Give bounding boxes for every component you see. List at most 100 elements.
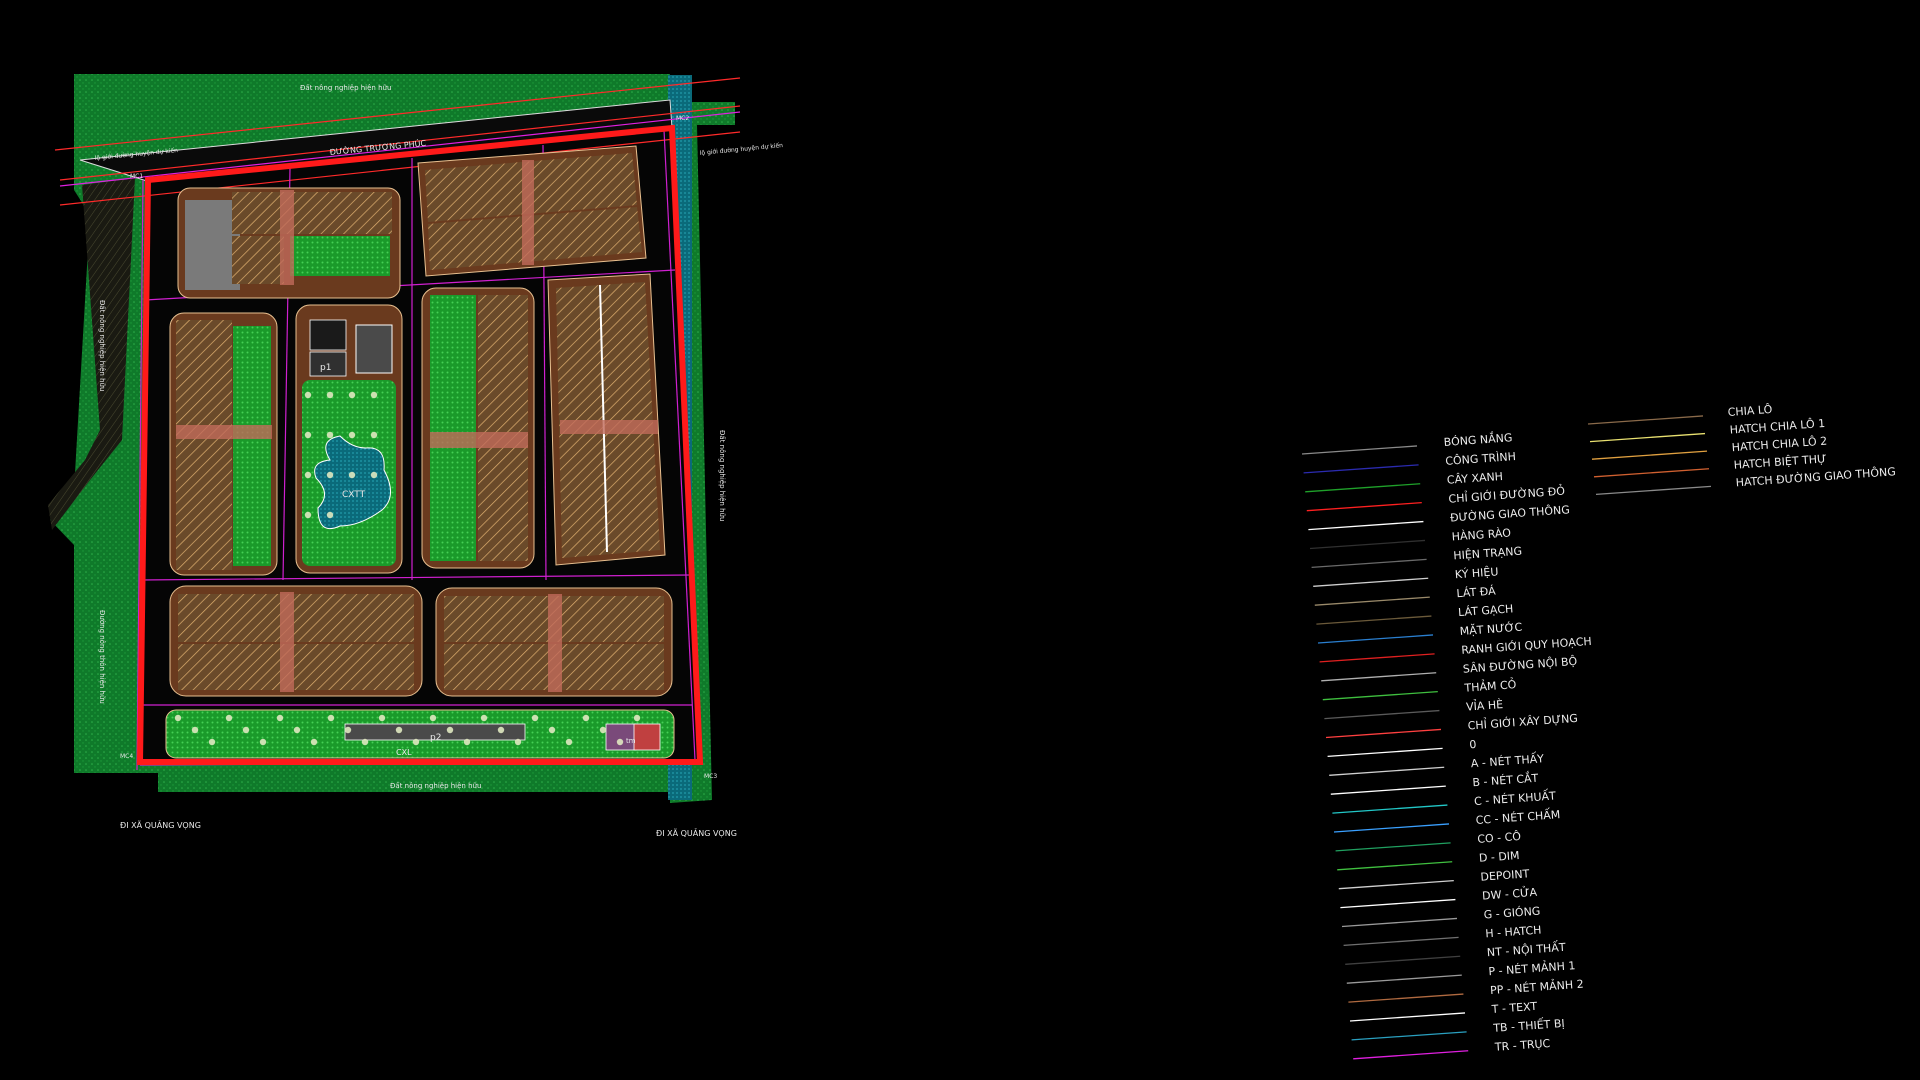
legend-label-col1-6: HIỆN TRẠNG [1453,545,1523,563]
section-mc1: MC1 [130,173,143,180]
legend-swatch-col1-8 [1314,596,1430,606]
left-side-label: Đất nông nghiệp hiện hữu [98,300,106,391]
legend-label-col1-16: 0 [1469,738,1477,751]
legend-swatch-col1-31 [1351,1031,1467,1041]
tree-symbol [326,511,334,519]
legend-swatch-col1-0 [1301,445,1418,455]
planning-boundary [136,124,704,765]
legend-label-col1-3: CHỈ GIỚI ĐƯỜNG ĐỎ [1448,484,1566,506]
legend-label-col1-27: NT - NỘI THẤT [1486,940,1566,959]
tree-symbol [326,431,334,439]
section-mc3: MC3 [704,773,717,780]
parking-label-2: p2 [430,733,441,743]
parking-label-1: p1 [320,363,331,373]
strip-label: CXL [396,748,412,757]
legend-swatch-col1-15 [1325,728,1442,739]
magenta-grid-line [59,111,741,187]
legend-swatch-col1-11 [1319,653,1435,663]
legend-label-col2-1: HATCH CHIA LÔ 1 [1729,417,1825,437]
legend-label-col1-19: C - NÉT KHUẤT [1474,788,1557,808]
exit-label-right: ĐI XÃ QUẢNG VỌNG [656,827,737,838]
block-top-right [417,145,647,277]
tree-symbol [259,738,267,746]
legend-swatch-col1-24 [1340,898,1456,909]
tree-symbol [370,431,378,439]
tree-symbol [378,714,386,722]
trees [174,391,641,746]
legend-swatch-col1-3 [1306,502,1422,512]
legend-label-col1-18: B - NÉT CẮT [1472,771,1539,790]
tree-symbol [412,738,420,746]
legend-label-col1-17: A - NÉT THẤY [1470,751,1544,770]
legend-label-col1-29: PP - NÉT MẢNH 2 [1490,977,1584,997]
road-plan-label-right: lộ giới đường huyện dự kiến [700,142,784,157]
legend-swatch-col1-5 [1309,539,1426,550]
south-green-strip [165,709,675,759]
tree-symbol [582,714,590,722]
tree-symbol [344,726,352,734]
legend-swatch-col2-0 [1587,415,1704,425]
tree-symbol [327,714,335,722]
block-mid-left [169,312,278,576]
tree-symbol [446,726,454,734]
legend-swatch-col1-9 [1316,615,1432,625]
tree-symbol [276,714,284,722]
legend-label-col1-28: P - NÉT MẢNH 1 [1488,958,1576,978]
legend-swatch-col1-26 [1343,936,1459,947]
tree-symbol [242,726,250,734]
tree-symbol [348,391,356,399]
legend-label-col1-24: DW - CỬA [1482,885,1538,903]
tree-symbol [304,511,312,519]
legend-swatch-col1-21 [1335,842,1451,852]
tree-symbol [326,471,334,479]
tree-symbol [326,391,334,399]
left-side-label-2: Đường nông thôn hiện hữu [98,610,106,704]
legend-swatch-col1-7 [1313,577,1429,587]
tree-symbol [497,726,505,734]
legend-swatch-col2-2 [1591,450,1708,460]
legend-swatch-col1-28 [1346,974,1462,984]
block-mid-center [421,287,535,569]
tree-symbol [599,726,607,734]
legend-swatch-col1-27 [1345,955,1461,965]
legend-label-col1-22: D - DIM [1479,849,1520,865]
tree-symbol [361,738,369,746]
legend-label-col1-30: T - TEXT [1490,1000,1537,1016]
tm-label: tm [626,737,636,745]
legend-swatch-col1-29 [1348,993,1464,1003]
legend-swatch-col1-10 [1317,634,1434,644]
tree-symbol [616,738,624,746]
section-mc2: MC2 [676,115,689,122]
legend-label-col1-23: DEPOINT [1480,867,1530,883]
legend-swatch-col1-6 [1311,558,1427,569]
legend-swatch-col1-17 [1329,766,1445,776]
tree-symbol [395,726,403,734]
block-mid-right [547,273,666,566]
tree-symbol [208,738,216,746]
legend-swatch-col2-4 [1595,485,1712,496]
tree-symbol [293,726,301,734]
bottom-field-label: Đất nông nghiệp hiện hữu [390,782,481,790]
block-bottom-right [435,587,673,697]
tree-symbol [304,431,312,439]
legend-swatch-col2-1 [1589,432,1706,443]
legend-swatch-col1-32 [1353,1050,1469,1060]
legend-swatch-col1-13 [1322,691,1438,701]
road-red-lines [54,77,741,206]
site-plan: Đất nông nghiệp hiện hữu Đất nông nghiệp… [48,74,783,838]
legend-label-col1-32: TR - TRỤC [1494,1037,1552,1054]
legend-label-col1-15: CHỈ GIỚI XÂY DỰNG [1467,711,1578,733]
legend-swatch-col1-4 [1308,520,1424,531]
tree-symbol [463,738,471,746]
legend-label-col1-14: VỈA HÈ [1466,697,1504,714]
tree-symbol [348,431,356,439]
legend-label-col1-1: CÔNG TRÌNH [1445,450,1516,468]
legend-label-col1-7: KÝ HIỆU [1455,565,1499,581]
legend-swatch-col1-23 [1338,880,1454,890]
legend-label-col1-8: LÁT ĐÁ [1456,584,1496,600]
legend-swatch-col1-18 [1330,785,1446,795]
tree-symbol [310,738,318,746]
legend-label-col1-21: CO - CÔ [1477,830,1522,846]
tree-symbol [429,714,437,722]
